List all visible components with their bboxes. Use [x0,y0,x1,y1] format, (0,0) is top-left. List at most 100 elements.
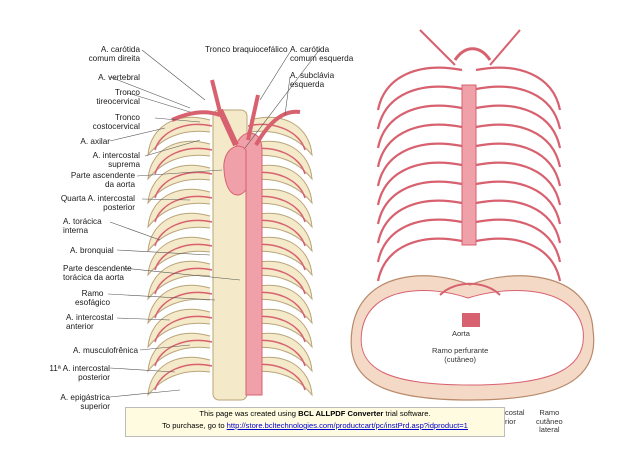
posterior-rib-artery-right [475,123,562,168]
label-left-subclavian: A. subclávia esquerda [290,71,335,89]
label-eleventh-posterior-intercostal: 11ª A. intercostal posterior [49,364,110,382]
leader-line [144,139,201,157]
posterior-rib-artery-right [475,104,562,149]
leader-line [136,169,223,177]
label-esophageal-branch: Ramo esofágico [75,289,111,307]
label-vertebral: A. vertebral [98,73,140,82]
label-perforating-branch: Ramo perfurante (cutâneo) [432,346,489,364]
rib-right [249,164,313,205]
leader-line [141,198,191,201]
label-lateral-cutaneous-branch: Ramo cutâneo lateral [536,408,563,434]
leader-line [107,293,216,301]
rib-right [249,260,313,301]
leader-line [116,249,211,256]
rib-right [249,284,313,325]
label-bronchial: A. bronquial [70,246,114,255]
posterior-rib-artery-right [475,180,562,225]
right-subclavian [171,110,221,122]
posterior-rib-artery-right [475,218,562,263]
banner-line-2: To purchase, go to http://store.bcltechn… [162,421,468,430]
cross-section-figure [350,275,595,401]
rib-right [249,140,313,181]
rib-left [147,284,211,325]
intercostal-artery-left [154,219,213,247]
rib-right [249,236,313,277]
rib-right [249,308,313,349]
leader-line [141,49,206,101]
label-brachiocephalic-trunk: Tronco braquiocefálico [205,45,288,54]
rib-left [147,188,211,229]
ascending-aorta [223,145,247,196]
posterior-rib-artery-right [475,199,562,244]
banner-brand: BCL ALLPDF Converter [298,409,384,418]
leader-line [244,48,321,149]
label-costocervical: Tronco costocervical [92,113,140,131]
label-ascending-aorta: Parte ascendente da aorta [70,171,135,189]
label-axillary: A. axilar [80,137,110,146]
intercostal-artery-left [154,123,213,151]
left-subclavian [254,109,301,146]
leader-lines [107,48,321,398]
leader-line [139,344,191,351]
intercostal-artery-left [154,291,213,319]
rib-right [249,332,313,373]
rib-cage-left [147,116,313,397]
rib-left [147,356,211,397]
leader-line [109,367,176,373]
label-intercostal-partial: costal rior [505,408,525,426]
rib-left [147,308,211,349]
posterior-rib-artery-right [475,237,562,282]
intercostal-artery-left [154,339,213,367]
rib-left [147,212,211,253]
label-fourth-posterior-intercostal: Quarta A. intercostal posterior [60,194,135,212]
label-internal-thoracic: A. torácica interna [63,217,102,235]
leader-line [284,76,291,116]
rib-cage-right-figure [376,29,562,282]
label-right-common-carotid: A. carótida comum direita [88,45,140,63]
cross-section-inner [360,290,584,386]
intercostal-artery-left [154,195,213,223]
rib-right [249,188,313,229]
brachiocephalic-trunk [217,108,239,147]
label-aorta-section: Aorta [452,329,470,338]
rib-right [249,212,313,253]
label-supreme-intercostal: A. intercostal suprema [92,151,140,169]
posterior-rib-artery-left [376,237,463,282]
posterior-rib-artery-right [475,66,562,111]
leader-line [154,117,201,123]
right-common-carotid [210,79,222,113]
rib-right [249,356,313,397]
posterior-rib-artery-left [376,180,463,225]
trial-software-banner: This page was created using BCL ALLPDF C… [125,407,505,437]
label-left-common-carotid: A. carótida comum esquerda [290,45,354,63]
intercostal-artery-left [154,315,213,343]
posterior-rib-artery-left [376,85,463,130]
rib-left [147,260,211,301]
posterior-rib-artery-left [376,199,463,244]
leader-line [116,317,171,321]
posterior-rib-artery-left [376,104,463,149]
left-common-carotid [246,94,260,141]
rib-left [147,332,211,373]
intercostal-artery-left [154,363,213,391]
posterior-rib-artery-left [376,142,463,187]
label-anterior-intercostal: A. intercostal anterior [66,313,114,331]
aorta-right-figure [461,84,477,246]
rib-left [147,164,211,205]
leader-line [109,76,191,109]
leader-line [127,92,191,113]
intercostal-artery-right [247,123,306,151]
posterior-rib-artery-left [376,218,463,263]
purchase-link[interactable]: http://store.bcltechnologies.com/product… [226,421,468,430]
aorta-section [462,313,480,327]
leader-line [109,389,181,398]
label-thyrocervical: Tronco tireocervical [96,88,140,106]
leader-line [122,267,241,281]
posterior-rib-artery-left [376,123,463,168]
label-descending-thoracic-aorta: Parte descendente torácica da aorta [63,264,132,282]
leader-line [259,51,291,101]
posterior-rib-artery-left [376,66,463,111]
intercostal-artery-left [154,171,213,199]
